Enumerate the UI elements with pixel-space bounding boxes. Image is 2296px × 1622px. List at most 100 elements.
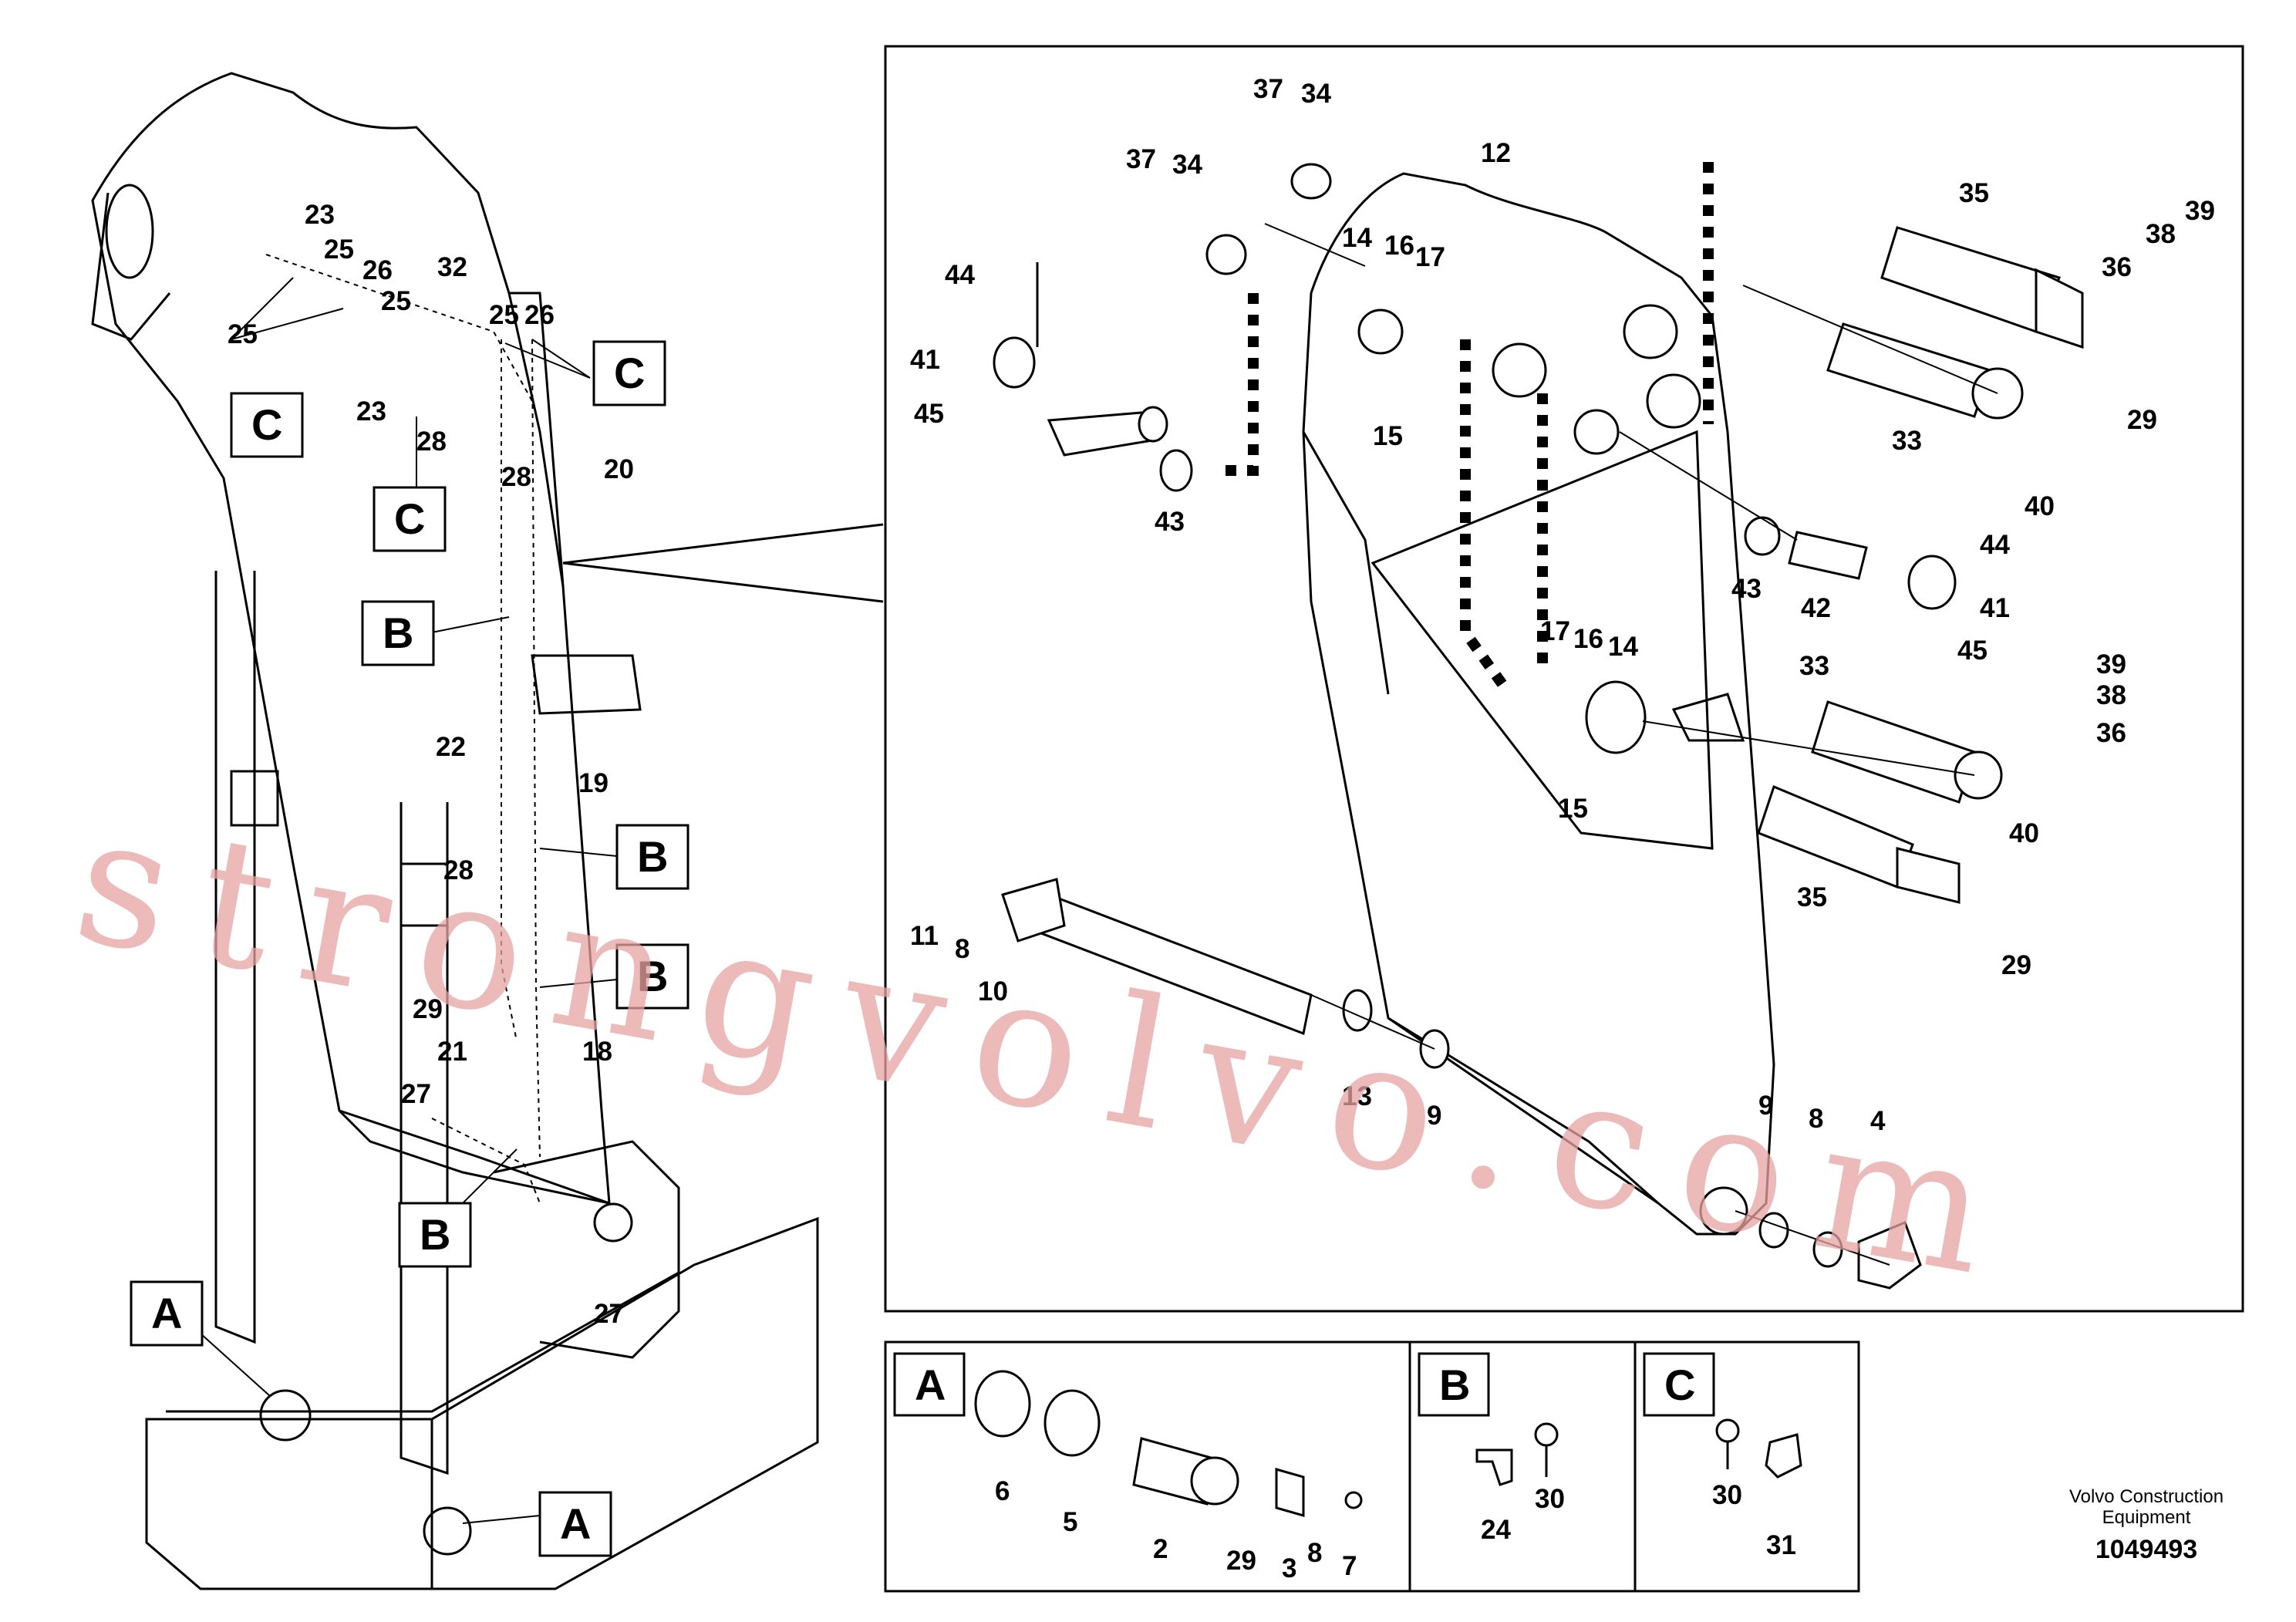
callout: 39 [2185,196,2215,226]
callout: 28 [501,462,531,492]
view-label: A [151,1289,182,1337]
callout: 15 [1558,794,1588,824]
view-label-box [361,600,435,666]
callout: 29 [413,994,443,1024]
callout: 25 [324,234,354,265]
view-label: B [420,1210,450,1259]
callout: 4 [1870,1106,1886,1136]
callout: 18 [582,1037,612,1067]
overview-callouts: 23 25 26 32 25 25 26 25 23 28 28 20 22 1… [228,200,634,1329]
view-label-box [130,1280,204,1347]
callout: 32 [437,252,467,282]
callout: 34 [1301,79,1331,109]
view-label: C [1664,1361,1695,1409]
view-label-box [893,1352,966,1417]
callout: 25 [381,286,411,316]
view-label: C [251,400,282,449]
callout: 29 [2001,950,2031,980]
callout: 36 [2102,252,2132,282]
callout: 34 [1172,150,1202,180]
callout: 25 [228,319,258,349]
callout: 27 [594,1299,624,1329]
publisher-line1: Volvo Construction [2069,1486,2224,1507]
callout: 41 [910,345,940,375]
callout: 20 [604,454,634,484]
callout: 44 [1980,530,2010,560]
callout: 12 [1481,138,1511,168]
callout: 26 [524,300,555,330]
callout: 39 [2096,649,2126,679]
view-label: B [383,609,413,657]
callout: 40 [2009,818,2039,848]
callout: 9 [1427,1101,1441,1131]
callout: 26 [362,255,393,285]
callout: 24 [1481,1515,1511,1545]
callout: 27 [401,1079,431,1109]
callout: 30 [1712,1480,1742,1510]
callout: 13 [1342,1081,1372,1111]
callout: 10 [978,976,1008,1007]
boom-overview-drawing [91,72,819,1590]
detail-frame [884,45,2244,1313]
callout: 35 [1797,882,1827,912]
callout: 2 [1153,1534,1168,1564]
callout: 45 [914,399,944,429]
callout: 37 [1253,74,1283,104]
callout: 16 [1384,231,1414,261]
callout: 9 [1758,1091,1773,1121]
view-label: A [560,1499,591,1548]
view-label: B [1439,1361,1470,1409]
callout: 8 [955,934,969,964]
callout: 11 [910,921,939,951]
panel-b: B 24 30 [1408,1340,1637,1593]
overview-view-labels: C C C B B B B A A [130,340,689,1557]
callout: 16 [1573,624,1603,654]
callout: 17 [1540,616,1570,646]
callout: 40 [2025,491,2055,521]
view-label-box [373,486,447,552]
callout: 41 [1980,593,2010,623]
view-label-box [1418,1352,1490,1417]
publisher-line2: Equipment [2102,1507,2191,1528]
panel-c: C 30 31 [1633,1340,1860,1593]
overview-leaders [192,277,618,1524]
callout: 28 [416,427,447,457]
callout: 37 [1126,144,1156,174]
view-label: C [394,494,425,543]
callout: 35 [1959,178,1989,208]
view-label-box [615,943,689,1010]
callout: 31 [1766,1530,1796,1560]
callout: 33 [1892,426,1922,456]
callout: 29 [1226,1546,1256,1576]
view-label-box [592,340,666,406]
callout: 21 [437,1037,467,1067]
view-label-box [1643,1352,1715,1417]
watermark: strongvolvo.com [62,776,2034,1320]
callout: 23 [305,200,335,230]
drawing-number: 1049493 [2095,1535,2197,1564]
callout: 15 [1373,421,1403,451]
view-label-box [615,824,689,890]
drawing-footer: Volvo Construction Equipment 1049493 [2069,1486,2224,1564]
view-label-box [230,392,304,458]
view-label-box [398,1202,472,1268]
panel-c-frame [1633,1340,1860,1593]
panel-a: A 6 5 2 29 3 8 7 [884,1340,1411,1593]
view-label: B [637,832,668,881]
callout: 19 [578,768,609,798]
callout: 5 [1063,1507,1077,1537]
view-label: B [637,952,668,1000]
callout: 33 [1799,651,1829,681]
view-label-box [538,1491,612,1557]
detail-callouts: 37 34 37 34 12 14 16 17 15 44 41 45 43 3… [910,74,2215,1136]
callout: 38 [2096,680,2126,710]
callout: 38 [2146,219,2176,249]
callout: 8 [1809,1104,1823,1134]
callout: 14 [1608,632,1638,662]
callout: 14 [1342,223,1372,253]
callout: 43 [1155,507,1185,537]
callout: 17 [1415,242,1445,272]
callout: 30 [1535,1484,1565,1514]
callout: 42 [1801,593,1831,623]
